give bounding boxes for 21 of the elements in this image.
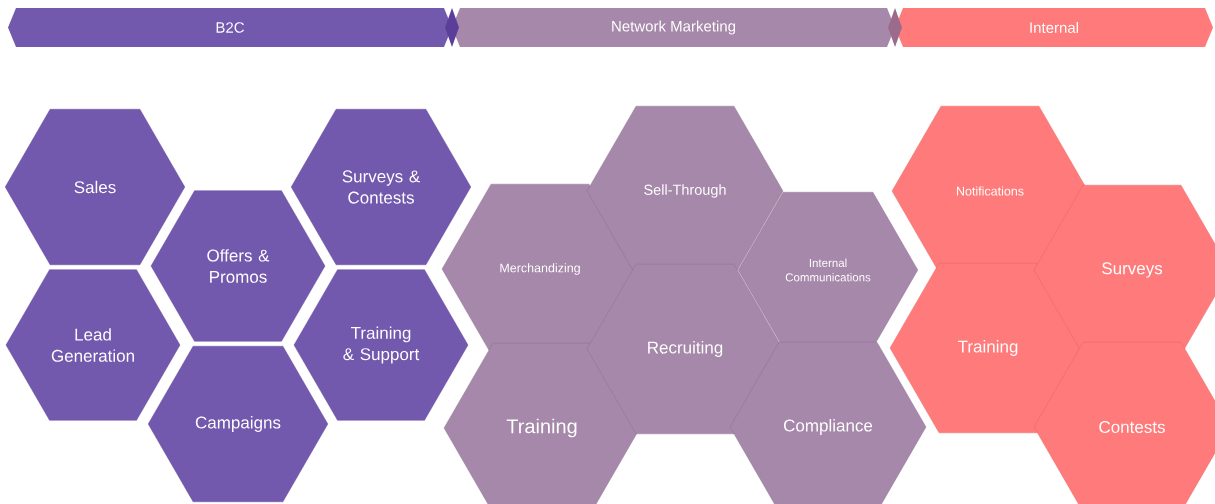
- hexagon: Internal Communications: [738, 192, 919, 348]
- banner: Internal: [895, 8, 1213, 47]
- hexagon: Campaigns: [148, 346, 328, 502]
- hexagon: Notifications: [891, 105, 1089, 277]
- hexagon: Lead Generation: [5, 269, 181, 421]
- hexagon: Training & Support: [293, 269, 469, 421]
- hexagon: Merchandizing: [441, 183, 639, 355]
- hexagon: Recruiting: [586, 263, 784, 435]
- banner: B2C: [8, 8, 452, 47]
- hexagon: Compliance: [729, 341, 927, 504]
- node-label: Training: [506, 418, 577, 438]
- hexagon: Contests: [1033, 341, 1215, 504]
- node-label: Contests: [1099, 420, 1165, 434]
- hexagon: Sales: [5, 109, 185, 265]
- hexagon: Training: [889, 262, 1087, 434]
- hexagon: Offers & Promos: [150, 190, 326, 342]
- banner: Network Marketing: [452, 8, 895, 47]
- hexagon: Surveys & Contests: [291, 109, 471, 265]
- node-label: Surveys: [1102, 262, 1163, 278]
- hexagon: Sell-Through: [586, 105, 784, 277]
- node-label: Compliance: [783, 419, 873, 435]
